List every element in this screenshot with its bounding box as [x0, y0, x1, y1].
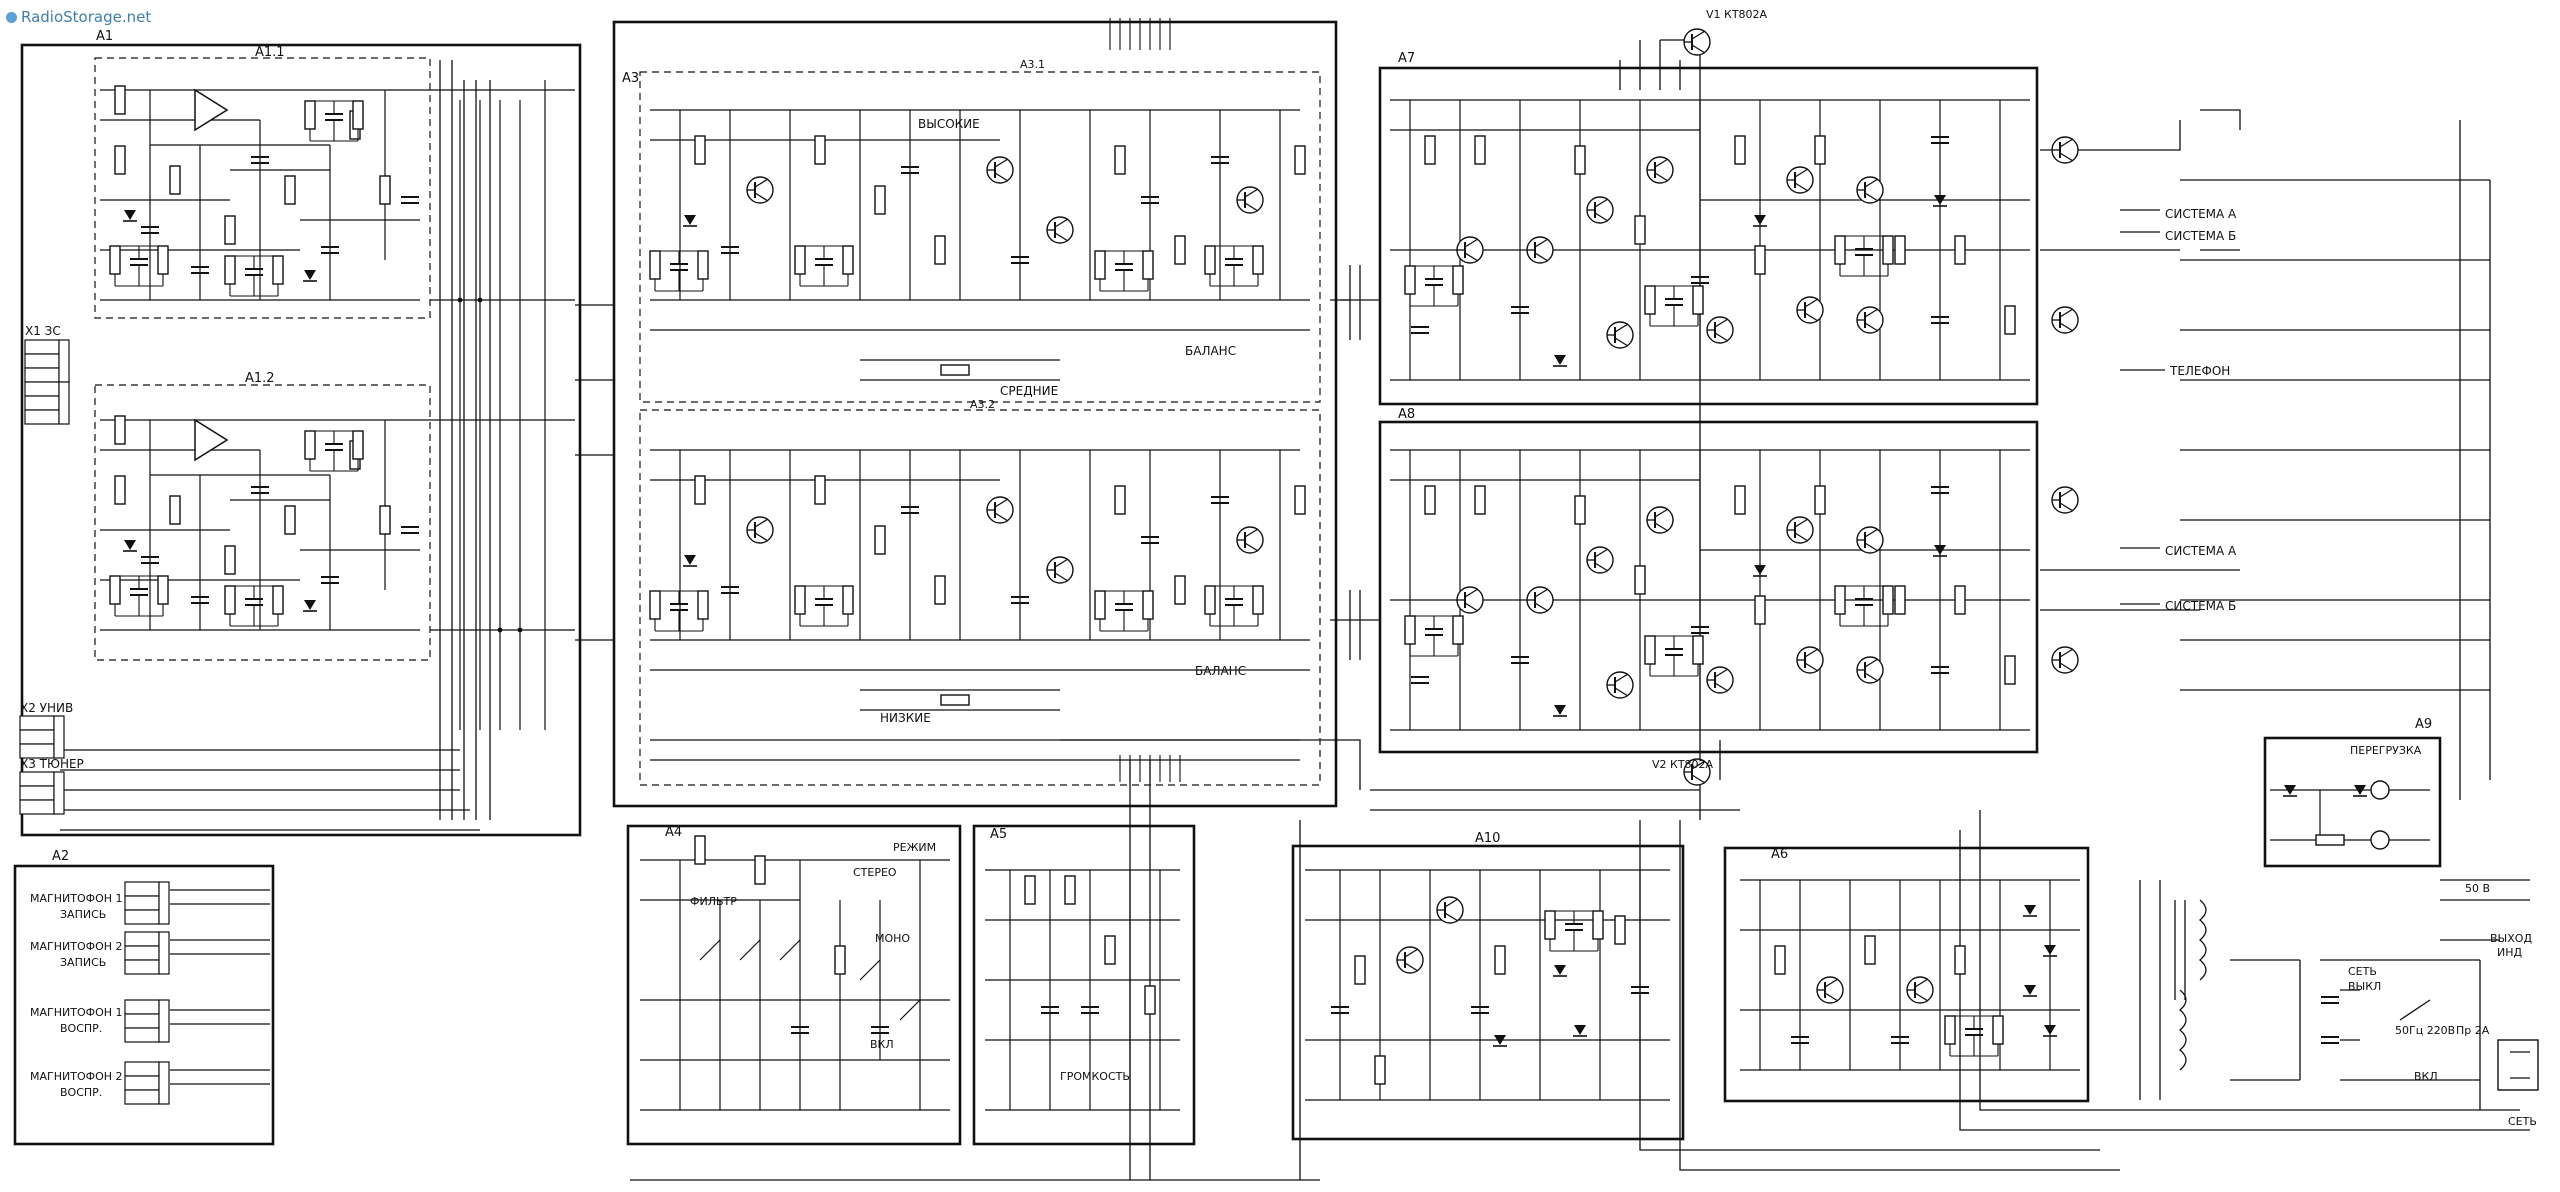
block-label-a4: A4 — [665, 825, 682, 840]
block-label-a3: A3 — [622, 71, 639, 86]
block-a9: A9 ПЕРЕГРУЗКА — [2263, 717, 2442, 868]
tape1-play-label: МАГНИТОФОН 1 — [30, 1006, 123, 1019]
block-label-a1-2: A1.2 — [245, 371, 275, 386]
x2-univ-label: X2 УНИВ — [20, 701, 73, 715]
a7-bottom-transistor-label: V2 КТ802А — [1652, 758, 1714, 771]
a4-on-label: ВКЛ — [870, 1038, 894, 1051]
net-on-label: ВКЛ — [2414, 1070, 2438, 1083]
overload-label: ПЕРЕГРУЗКА — [2350, 744, 2422, 757]
block-a4: A4 РЕЖИМ СТЕРЕО МОНО ФИЛЬТР ВКЛ — [626, 824, 962, 1146]
net-label-2: СЕТЬ — [2508, 1115, 2537, 1128]
indicator-label: ИНД — [2497, 946, 2523, 959]
tape1-play-label-2: ВОСПР. — [60, 1022, 102, 1035]
phones-label: ТЕЛЕФОН — [2169, 364, 2230, 378]
system-a-label-1: СИСТЕМА А — [2165, 207, 2237, 221]
balance-label-1: БАЛАНС — [1185, 344, 1236, 358]
speaker-outputs: СИСТЕМА А СИСТЕМА Б ТЕЛЕФОН СИСТЕМА А СИ… — [2051, 136, 2237, 674]
block-label-a10: A10 — [1475, 831, 1500, 846]
bus-wiring — [60, 39, 2530, 1181]
block-label-a2: A2 — [52, 849, 69, 864]
a6-top-transistor-label: V1 КТ802А — [1706, 8, 1768, 21]
tape1-record-label: МАГНИТОФОН 1 — [30, 892, 123, 905]
block-a8: A6 — [1723, 846, 2090, 1103]
voltage-50v-label: 50 В — [2465, 882, 2490, 895]
block-a5: A5 ГРОМКОСТЬ — [972, 824, 1196, 1146]
filter-label: ФИЛЬТР — [690, 895, 737, 908]
tape2-record-label-2: ЗАПИСЬ — [60, 956, 106, 969]
mains-label: 50Гц 220В — [2395, 1024, 2455, 1037]
block-a6: A7 V1 КТ802А — [1378, 8, 2039, 406]
watermark-text: RadioStorage.net — [21, 8, 152, 26]
power-section: СЕТЬ ВЫКЛ ВКЛ 50Гц 220В Пр 2А СЕТЬ 50 В … — [2139, 879, 2539, 1128]
block-label-a5: A5 — [990, 827, 1007, 842]
block-label-a1: A1 — [96, 29, 113, 44]
system-b-label-1: СИСТЕМА Б — [2165, 229, 2236, 243]
tape2-record-label: МАГНИТОФОН 2 — [30, 940, 123, 953]
block-a2: A2 МАГНИТОФОН 1 ЗАПИСЬ МАГНИТОФОН 2 ЗАПИ… — [13, 849, 275, 1146]
block-a1: A1 A1.1 A1.2 — [19, 29, 582, 837]
block-label-a6: A7 — [1398, 51, 1415, 66]
treble-label: ВЫСОКИЕ — [918, 117, 980, 131]
watermark: RadioStorage.net — [6, 8, 151, 26]
block-a3: A3 A3.1 A3.2 ВЫСОКИЕ СРЕДНИЕ БАЛАНС — [612, 18, 1338, 808]
net-label-1: СЕТЬ — [2348, 965, 2377, 978]
block-label-a1-1: A1.1 — [255, 45, 285, 60]
block-label-a8: A6 — [1771, 847, 1788, 862]
fuse-label: Пр 2А — [2456, 1024, 2490, 1037]
net-off-label: ВЫКЛ — [2348, 980, 2381, 993]
block-label-a3-1: A3.1 — [1020, 58, 1045, 71]
tape1-record-label-2: ЗАПИСЬ — [60, 908, 106, 921]
loudness-label: ГРОМКОСТЬ — [1060, 1070, 1130, 1083]
tape2-play-label-2: ВОСПР. — [60, 1086, 102, 1099]
block-a10: A10 — [1291, 831, 1685, 1141]
x3-tuner-label: X3 ТЮНЕР — [20, 757, 84, 771]
output-label: ВЫХОД — [2490, 932, 2532, 945]
mono-label: МОНО — [875, 932, 910, 945]
block-label-a3-2: A3.2 — [970, 398, 995, 411]
watermark-logo-icon — [6, 12, 17, 23]
block-label-a7: A8 — [1398, 407, 1415, 422]
bass-label: НИЗКИЕ — [880, 711, 931, 725]
system-b-label-2: СИСТЕМА Б — [2165, 599, 2236, 613]
block-a7: A8 V2 КТ802А — [1378, 407, 2039, 786]
stereo-label: СТЕРЕО — [853, 866, 897, 879]
balance-label-2: БАЛАНС — [1195, 664, 1246, 678]
block-label-a9: A9 — [2415, 717, 2432, 732]
mid-label: СРЕДНИЕ — [1000, 384, 1058, 398]
mode-label: РЕЖИМ — [893, 841, 936, 854]
tape2-play-label: МАГНИТОФОН 2 — [30, 1070, 123, 1083]
x1-zs-label: X1 ЗС — [25, 324, 61, 338]
system-a-label-2: СИСТЕМА А — [2165, 544, 2237, 558]
